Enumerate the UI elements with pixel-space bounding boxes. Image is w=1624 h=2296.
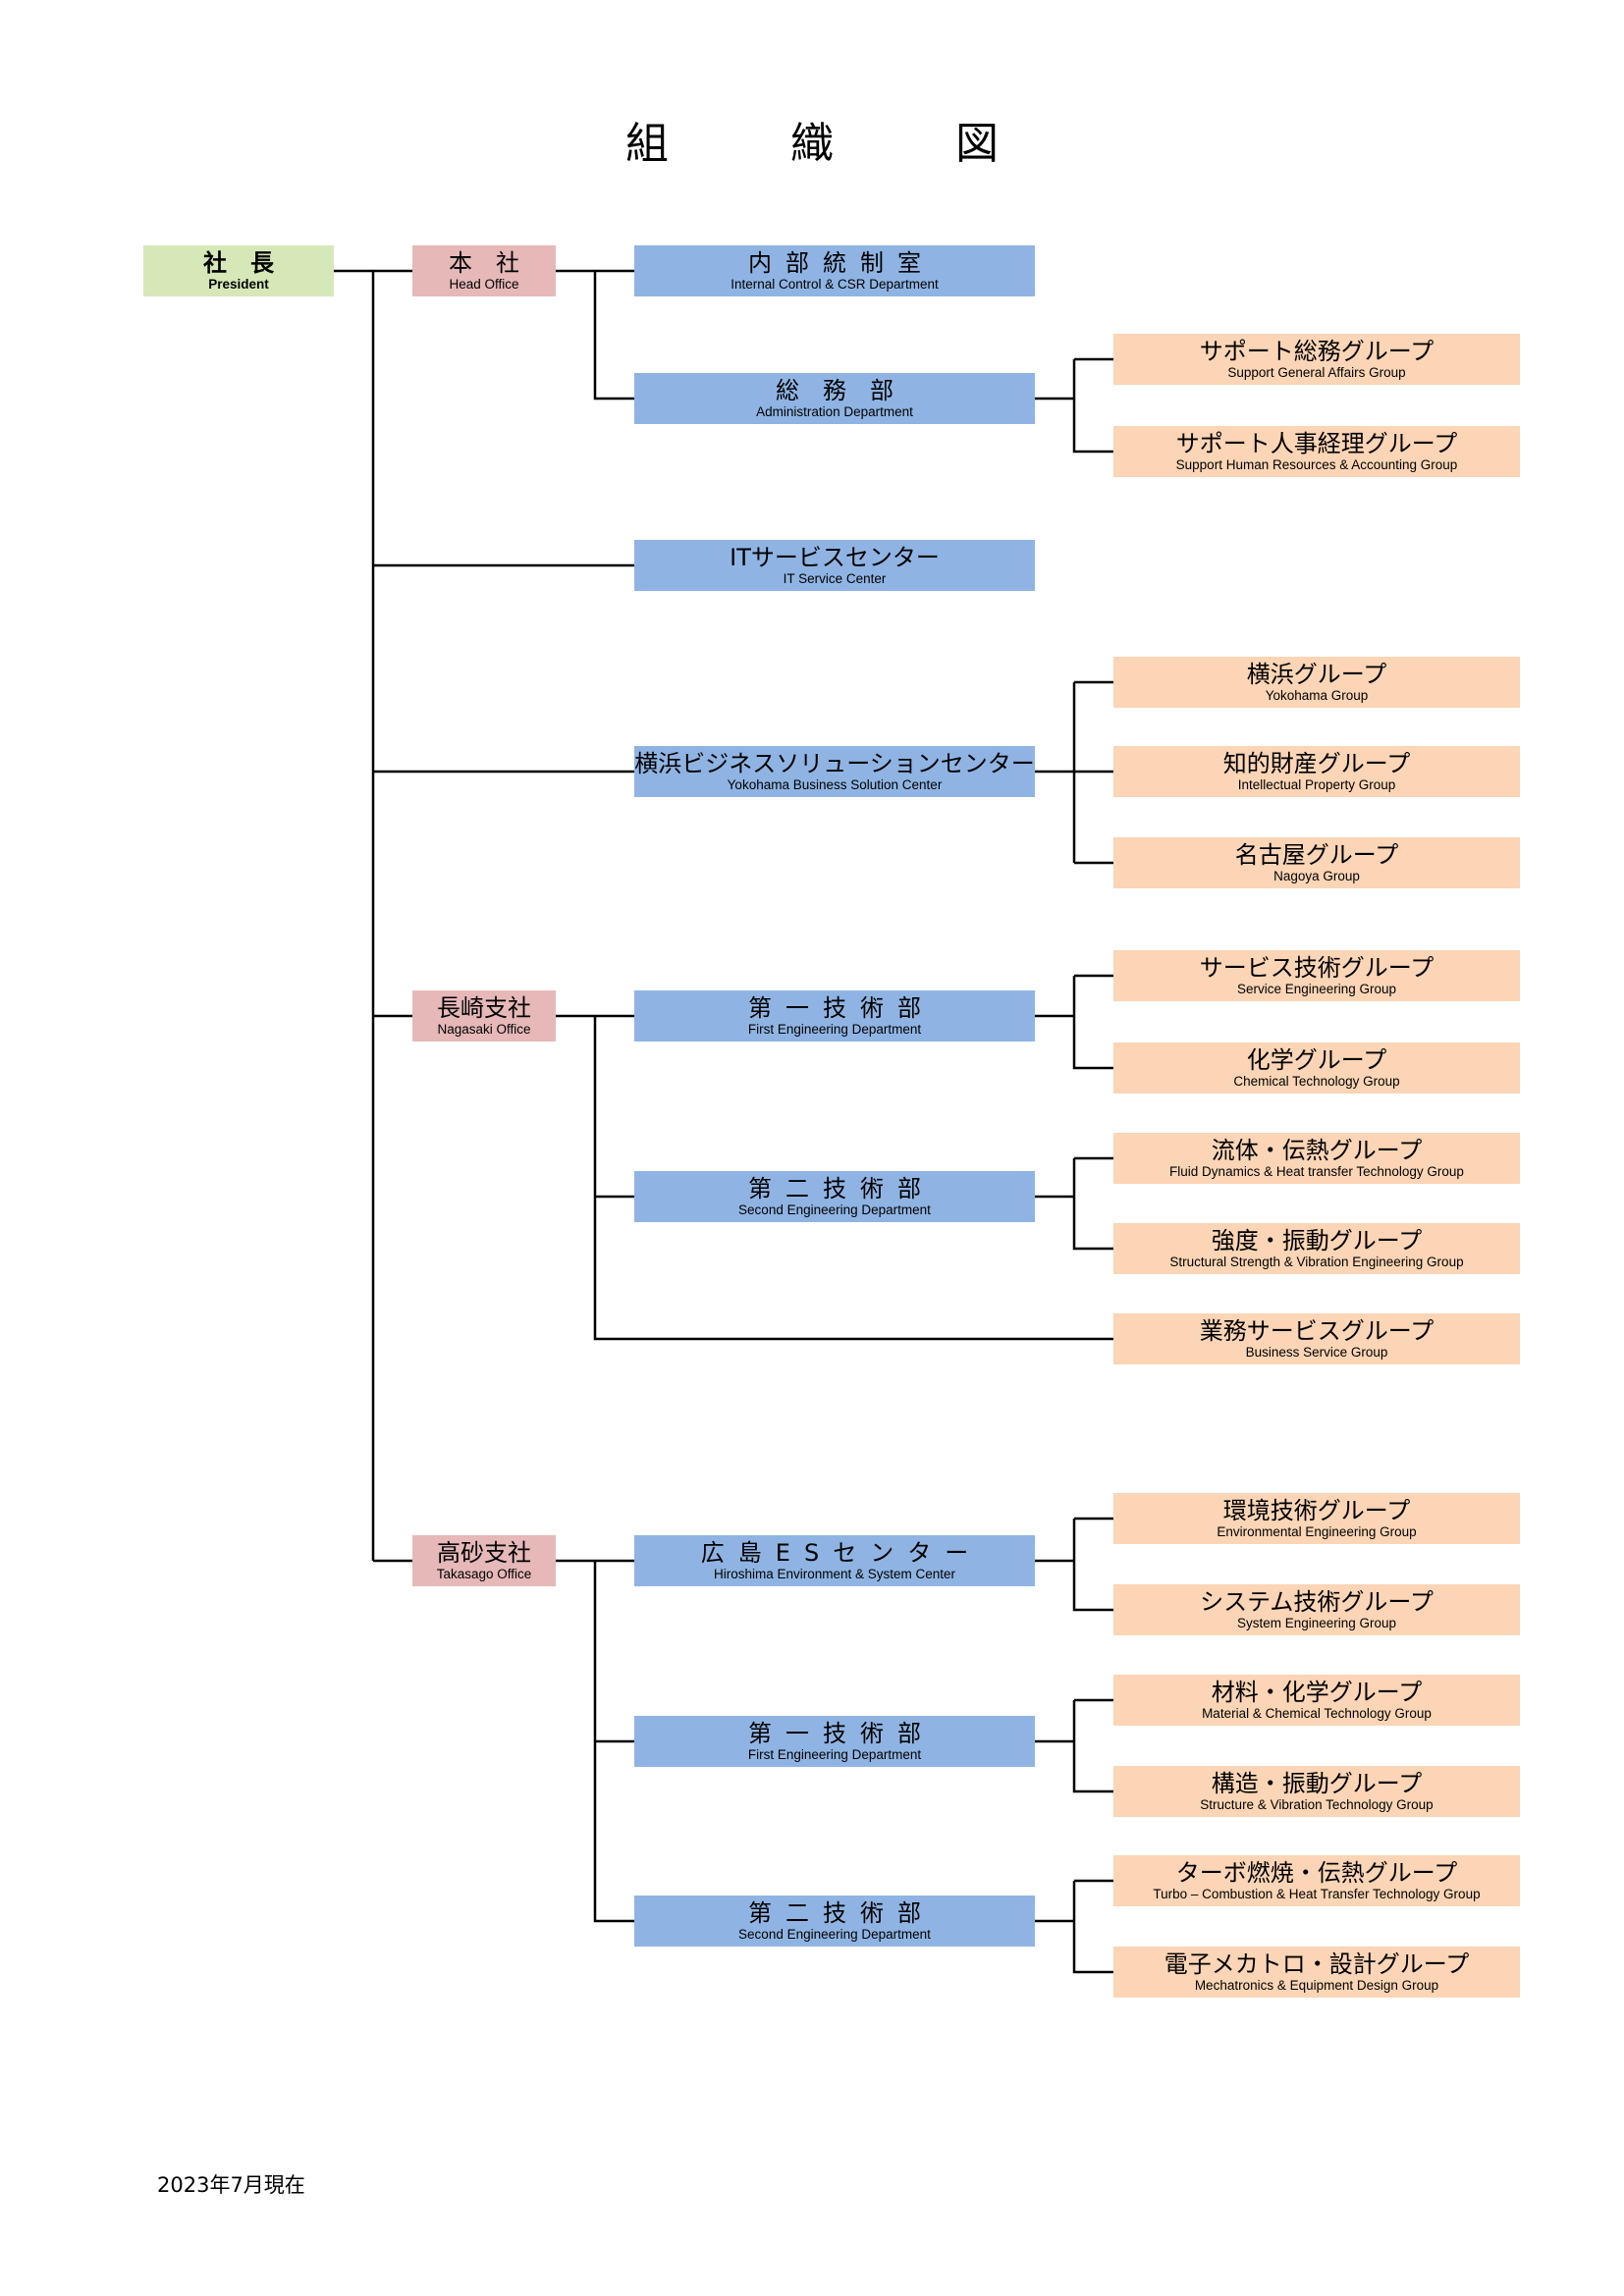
node-label-en: Fluid Dynamics & Heat transfer Technolog… xyxy=(1169,1163,1464,1179)
node-label-jp: 名古屋グループ xyxy=(1234,841,1399,869)
node-label-jp: 長崎支社 xyxy=(437,994,531,1022)
connector xyxy=(593,271,634,400)
node-label-jp: 社 長 xyxy=(203,249,274,277)
node-strength: 強度・振動グループ Structural Strength & Vibratio… xyxy=(1113,1223,1520,1274)
node-label-jp: 環境技術グループ xyxy=(1222,1497,1411,1524)
node-business-service: 業務サービスグループ Business Service Group xyxy=(1113,1313,1520,1364)
node-label-jp: ITサービスセンター xyxy=(730,544,940,571)
node-label-en: Second Engineering Department xyxy=(738,1201,931,1217)
page-title: 組 織 図 xyxy=(625,119,1038,169)
node-label-jp: 電子メカトロ・設計グループ xyxy=(1164,1950,1470,1978)
node-label-en: First Engineering Department xyxy=(747,1021,922,1037)
node-label-en: IT Service Center xyxy=(783,570,887,586)
node-label-jp: 広島ESセンター xyxy=(700,1539,983,1567)
node-label-jp: サポート人事経理グループ xyxy=(1175,430,1458,457)
node-label-jp: 本 社 xyxy=(449,249,519,277)
node-label-jp: 横浜ビジネスソリューションセンター xyxy=(634,750,1035,777)
node-label-en: Structural Strength & Vibration Engineer… xyxy=(1169,1254,1464,1269)
node-env-eng: 環境技術グループ Environmental Engineering Group xyxy=(1113,1493,1520,1544)
node-label-jp: 流体・伝熱グループ xyxy=(1211,1137,1423,1164)
node-label-jp: 第二技術部 xyxy=(748,1899,935,1927)
node-label-jp: ターボ燃焼・伝熱グループ xyxy=(1175,1859,1458,1887)
node-label-en: Support General Affairs Group xyxy=(1227,364,1406,380)
node-label-jp: 横浜グループ xyxy=(1246,661,1387,688)
node-yokohama-bsc: 横浜ビジネスソリューションセンター Yokohama Business Solu… xyxy=(634,746,1035,797)
node-yokohama-group: 横浜グループ Yokohama Group xyxy=(1113,657,1520,708)
node-label-en: Service Engineering Group xyxy=(1236,981,1397,996)
node-label-jp: 総 務 部 xyxy=(776,377,893,404)
node-mechatronics: 電子メカトロ・設計グループ Mechatronics & Equipment D… xyxy=(1113,1947,1520,1998)
connector xyxy=(1072,1158,1113,1251)
node-label-en: Internal Control & CSR Department xyxy=(731,276,939,292)
node-label-en: Yokohama Group xyxy=(1265,687,1369,703)
node-nagasaki-office: 長崎支社 Nagasaki Office xyxy=(412,990,556,1041)
node-label-en: Nagoya Group xyxy=(1273,868,1360,883)
connector xyxy=(1072,1519,1113,1612)
node-service-eng: サービス技術グループ Service Engineering Group xyxy=(1113,950,1520,1001)
node-takasago-first: 第一技術部 First Engineering Department xyxy=(634,1716,1035,1767)
node-label-jp: 業務サービスグループ xyxy=(1199,1317,1435,1345)
node-label-en: Takasago Office xyxy=(436,1566,532,1581)
node-label-jp: 知的財産グループ xyxy=(1222,750,1411,777)
node-label-jp: 第一技術部 xyxy=(748,1720,935,1747)
node-label-en: Support Human Resources & Accounting Gro… xyxy=(1175,456,1458,472)
node-label-en: Intellectual Property Group xyxy=(1237,776,1396,792)
node-label-en: Material & Chemical Technology Group xyxy=(1202,1705,1432,1721)
connector xyxy=(593,1561,634,1923)
node-label-en: System Engineering Group xyxy=(1236,1615,1397,1630)
node-label-en: Chemical Technology Group xyxy=(1233,1073,1400,1089)
node-label-en: Nagasaki Office xyxy=(437,1021,531,1037)
connector xyxy=(1072,1700,1113,1793)
node-president: 社 長 President xyxy=(143,245,334,296)
as-of-date: 2023年7月現在 xyxy=(157,2173,305,2197)
node-takasago-second: 第二技術部 Second Engineering Department xyxy=(634,1896,1035,1947)
node-label-en: Administration Department xyxy=(756,403,913,419)
node-label-jp: 材料・化学グループ xyxy=(1211,1679,1423,1706)
node-internal-control: 内部統制室 Internal Control & CSR Department xyxy=(634,245,1035,296)
node-label-en: Yokohama Business Solution Center xyxy=(727,776,943,792)
node-chem-tech: 化学グループ Chemical Technology Group xyxy=(1113,1042,1520,1094)
node-head-office: 本 社 Head Office xyxy=(412,245,556,296)
node-label-en: Environmental Engineering Group xyxy=(1217,1523,1417,1539)
node-label-en: Head Office xyxy=(449,276,519,292)
node-label-jp: 高砂支社 xyxy=(437,1539,531,1567)
node-label-en: Second Engineering Department xyxy=(738,1926,931,1942)
node-nagasaki-first: 第一技術部 First Engineering Department xyxy=(634,990,1035,1041)
connector xyxy=(593,1016,1113,1341)
node-label-en: Structure & Vibration Technology Group xyxy=(1200,1796,1434,1812)
node-label-en: Business Service Group xyxy=(1245,1344,1388,1360)
node-label-jp: 化学グループ xyxy=(1246,1046,1387,1074)
node-label-jp: システム技術グループ xyxy=(1200,1588,1434,1616)
node-label-en: First Engineering Department xyxy=(747,1746,922,1762)
node-label-en: Turbo – Combustion & Heat Transfer Techn… xyxy=(1153,1886,1481,1901)
node-sys-eng: システム技術グループ System Engineering Group xyxy=(1113,1584,1520,1635)
node-label-jp: 第一技術部 xyxy=(748,994,935,1022)
node-label-en: Hiroshima Environment & System Center xyxy=(713,1566,956,1581)
node-fluid: 流体・伝熱グループ Fluid Dynamics & Heat transfer… xyxy=(1113,1133,1520,1184)
connector xyxy=(1072,359,1113,454)
connector xyxy=(1072,1881,1113,1974)
node-takasago-office: 高砂支社 Takasago Office xyxy=(412,1535,556,1586)
node-hiroshima-es: 広島ESセンター Hiroshima Environment & System … xyxy=(634,1535,1035,1586)
node-support-ga: サポート総務グループ Support General Affairs Group xyxy=(1113,334,1520,385)
node-ip-group: 知的財産グループ Intellectual Property Group xyxy=(1113,746,1520,797)
node-label-jp: 内部統制室 xyxy=(748,249,935,277)
node-label-en: President xyxy=(208,276,269,292)
node-structure-vib: 構造・振動グループ Structure & Vibration Technolo… xyxy=(1113,1766,1520,1817)
connector xyxy=(1072,976,1113,1070)
node-material-chem: 材料・化学グループ Material & Chemical Technology… xyxy=(1113,1675,1520,1726)
node-support-hr: サポート人事経理グループ Support Human Resources & A… xyxy=(1113,426,1520,477)
node-label-en: Mechatronics & Equipment Design Group xyxy=(1194,1977,1439,1993)
node-nagoya-group: 名古屋グループ Nagoya Group xyxy=(1113,837,1520,888)
node-it-service: ITサービスセンター IT Service Center xyxy=(634,540,1035,591)
node-label-jp: 構造・振動グループ xyxy=(1211,1770,1423,1797)
node-label-jp: 強度・振動グループ xyxy=(1211,1227,1423,1255)
node-label-jp: サービス技術グループ xyxy=(1199,954,1435,982)
node-nagasaki-second: 第二技術部 Second Engineering Department xyxy=(634,1171,1035,1222)
node-label-jp: 第二技術部 xyxy=(748,1175,935,1202)
node-administration: 総 務 部 Administration Department xyxy=(634,373,1035,424)
node-label-jp: サポート総務グループ xyxy=(1199,338,1435,365)
node-turbo: ターボ燃焼・伝熱グループ Turbo – Combustion & Heat T… xyxy=(1113,1855,1520,1906)
